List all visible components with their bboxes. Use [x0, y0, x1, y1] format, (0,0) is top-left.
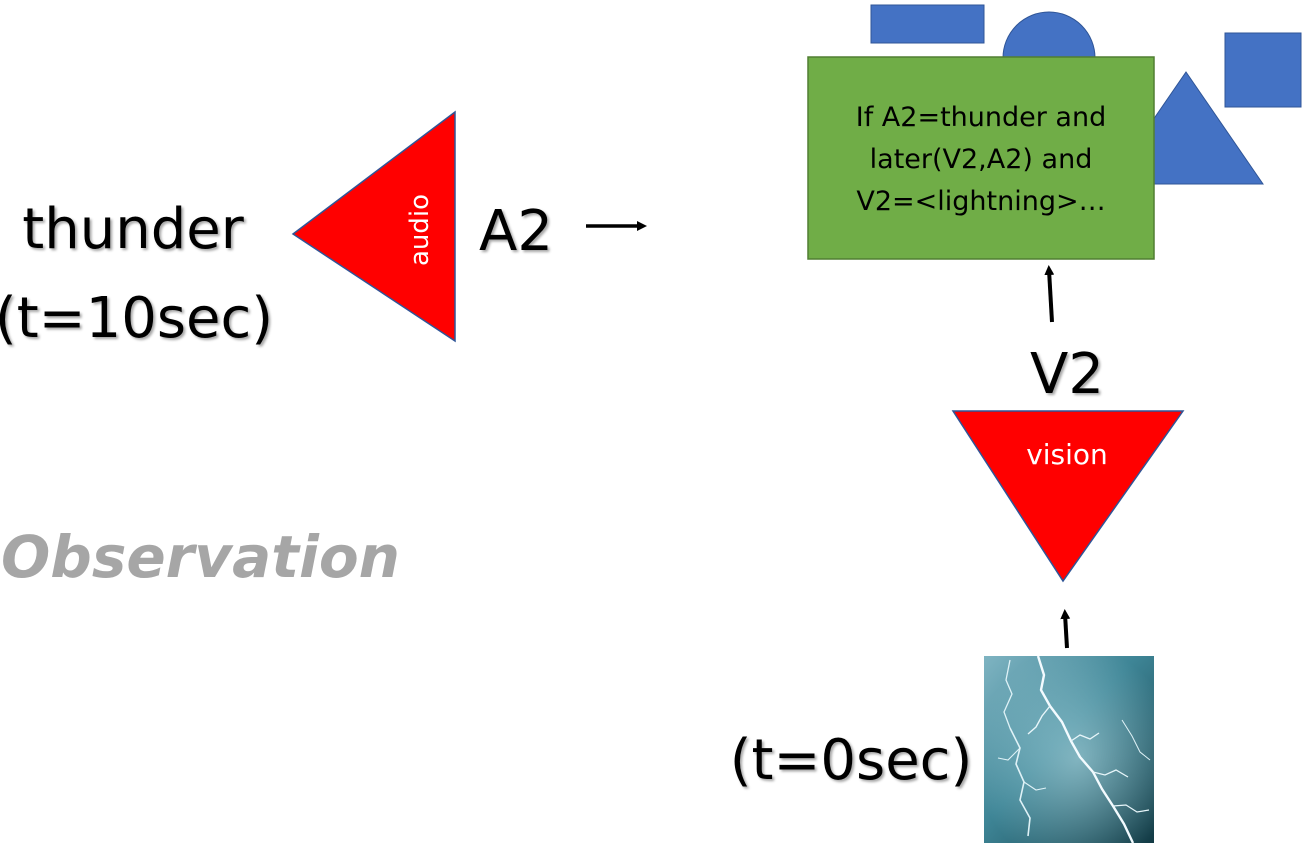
lightning-time-label: (t=0sec) — [730, 728, 973, 793]
thunder-time-label: (t=10sec) — [0, 286, 273, 351]
thunder-label: thunder — [22, 197, 244, 262]
blue-semicircle-shape — [1002, 11, 1096, 59]
vision-sensor-triangle: vision — [951, 410, 1185, 583]
v2-arrow — [1044, 265, 1055, 323]
vision-label: vision — [1026, 438, 1108, 471]
rule-line-3: V2=<lightning>… — [856, 186, 1105, 217]
blue-square-shape — [1224, 32, 1302, 108]
v2-label: V2 — [1030, 342, 1104, 407]
lightning-image — [984, 655, 1154, 844]
rule-line-2: later(V2,A2) and — [870, 144, 1093, 175]
observation-label: Observation — [1, 523, 400, 591]
audio-label: audio — [405, 194, 435, 266]
lightning-to-vision-arrow — [1060, 609, 1071, 649]
audio-sensor-triangle: audio — [291, 110, 456, 343]
a2-label: A2 — [479, 199, 553, 264]
rule-line-1: If A2=thunder and — [856, 102, 1106, 133]
blue-rectangle-shape — [870, 4, 985, 44]
rule-box: If A2=thunder and later(V2,A2) and V2=<l… — [807, 56, 1155, 260]
